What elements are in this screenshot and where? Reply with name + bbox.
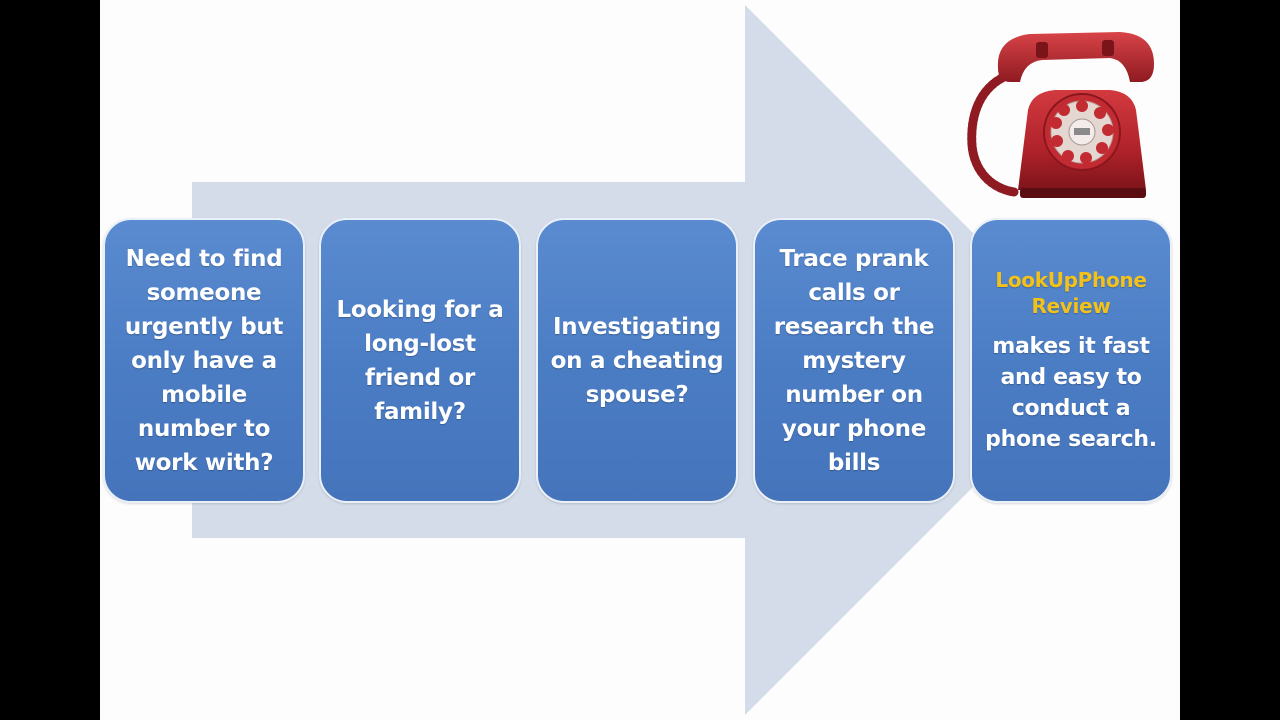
slide: Need to find someone urgently but only h… [100, 0, 1180, 720]
brand-name: LookUpPhone Review [995, 267, 1147, 318]
step-box-2: Looking for a long-lost friend or family… [319, 218, 521, 503]
step-1-text: Need to find someone urgently but only h… [124, 245, 284, 476]
step-box-5: LookUpPhone Review makes it fast and eas… [970, 218, 1172, 503]
step-5-text: makes it fast and easy to conduct a phon… [985, 333, 1157, 452]
step-box-1: Need to find someone urgently but only h… [103, 218, 305, 503]
step-box-4: Trace prank calls or research the myster… [753, 218, 955, 503]
step-box-3: Investigating on a cheating spouse? [536, 218, 738, 503]
step-4-text: Trace prank calls or research the myster… [773, 245, 935, 476]
step-3-text: Investigating on a cheating spouse? [550, 313, 724, 408]
rotary-telephone-icon [967, 32, 1154, 198]
step-2-text: Looking for a long-lost friend or family… [336, 296, 504, 425]
